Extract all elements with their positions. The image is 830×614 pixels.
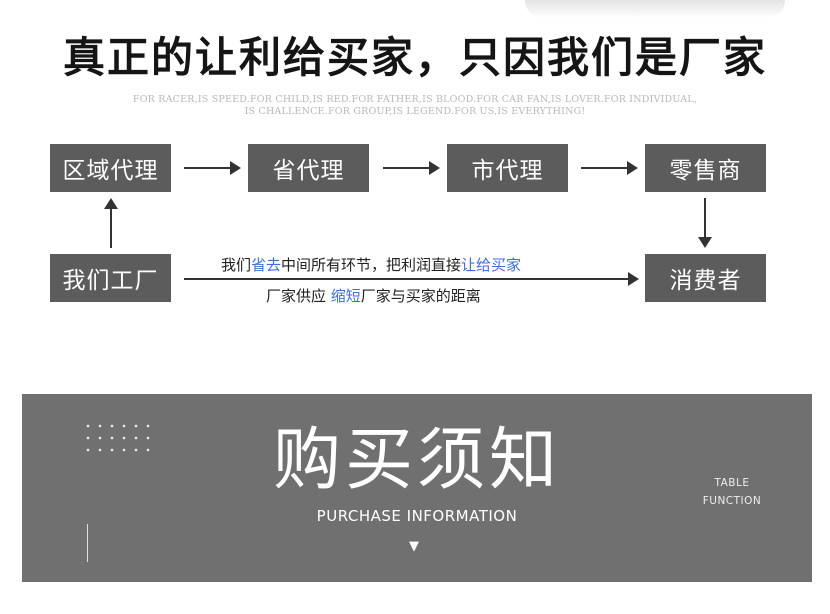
note-line-2: 厂家供应 缩短厂家与买家的距离 (266, 285, 481, 306)
top-product-shadow (525, 0, 785, 18)
arrow-right-icon (581, 161, 638, 175)
arrow-right-icon (383, 161, 440, 175)
note-text: 厂家与买家的距离 (360, 287, 481, 305)
banner-side-label-line-2: FUNCTION (702, 495, 762, 507)
banner-title: 购买须知 (272, 421, 561, 500)
note-line-1: 我们省去中间所有环节，把利润直接让给买家 (221, 254, 521, 275)
vertical-line-decoration (87, 524, 88, 562)
arrow-long-right-icon (184, 272, 639, 286)
note-highlight: 让给买家 (461, 256, 522, 274)
purchase-info-banner: 购买须知 PURCHASE INFORMATION ▼ TABLE FUNCTI… (22, 394, 812, 582)
arrow-down-icon (698, 198, 712, 248)
note-text: 我们 (221, 256, 252, 274)
box-our-factory: 我们工厂 (50, 254, 171, 302)
note-text: 中间所有环节，把利润直接 (281, 256, 462, 274)
banner-subtitle: PURCHASE INFORMATION (316, 507, 518, 525)
box-regional-agent: 区域代理 (50, 144, 171, 192)
page-headline: 真正的让利给买家，只因我们是厂家 (62, 33, 767, 82)
banner-side-label: TABLE FUNCTION (687, 474, 777, 510)
arrow-up-icon (104, 198, 118, 248)
english-slogan-line-2: IS CHALLENCE.FOR GROUP,IS LEGEND.FOR US,… (244, 106, 586, 117)
dot-grid-decoration (82, 420, 152, 460)
note-highlight: 缩短 (330, 287, 361, 305)
english-slogan-line-1: FOR RACER,IS SPEED.FOR CHILD,IS RED.FOR … (132, 94, 698, 105)
note-highlight: 省去 (251, 256, 282, 274)
triangle-down-icon: ▼ (409, 539, 419, 554)
note-text: 厂家供应 (266, 287, 331, 305)
banner-side-label-line-1: TABLE (714, 477, 750, 489)
english-slogan: FOR RACER,IS SPEED.FOR CHILD,IS RED.FOR … (110, 94, 720, 118)
box-consumer: 消费者 (645, 254, 766, 302)
box-provincial-agent: 省代理 (248, 144, 369, 192)
arrow-right-icon (184, 161, 241, 175)
box-city-agent: 市代理 (447, 144, 568, 192)
box-retailer: 零售商 (645, 144, 766, 192)
